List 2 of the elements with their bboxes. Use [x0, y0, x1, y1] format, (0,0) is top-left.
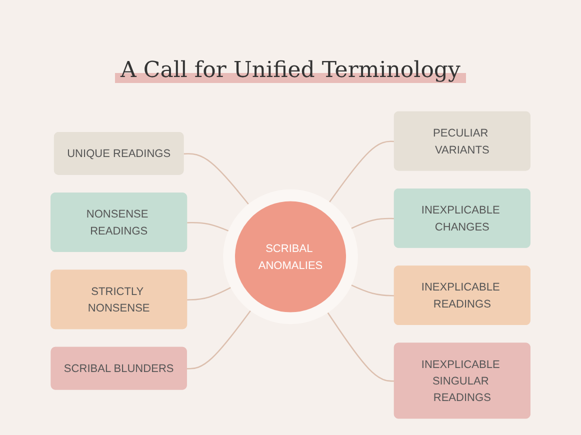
title: A Call for Unified Terminology [114, 58, 466, 83]
node-circle: SCRIBAL ANOMALIES [223, 189, 358, 324]
